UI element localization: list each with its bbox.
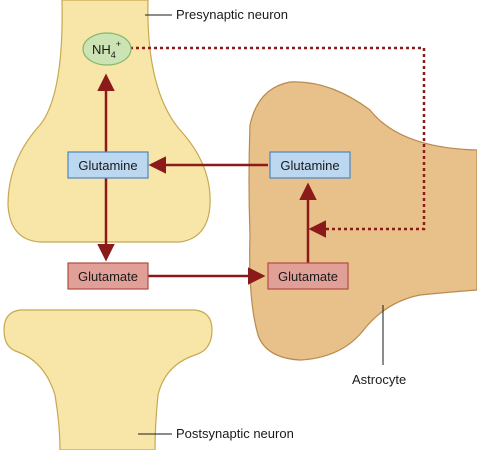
glutamate-astrocyte-label: Glutamate [278, 269, 338, 284]
presynaptic-neuron-shape [7, 0, 211, 243]
postsynaptic-neuron-label: Postsynaptic neuron [176, 426, 294, 441]
glutamate-presynaptic-label: Glutamate [78, 269, 138, 284]
glutamate-astrocyte-node: Glutamate [267, 262, 349, 290]
glutamine-presynaptic-label: Glutamine [78, 158, 137, 173]
astrocyte-label: Astrocyte [352, 372, 406, 387]
glutamine-astrocyte-label: Glutamine [280, 158, 339, 173]
postsynaptic-neuron-shape [3, 309, 213, 450]
nh4-label: NH4+ [92, 39, 121, 60]
glutamate-presynaptic-node: Glutamate [67, 262, 149, 290]
nh4-transport-dotted-arrow [130, 46, 426, 238]
glutamine-astrocyte-node: Glutamine [269, 151, 351, 179]
presynaptic-neuron-label: Presynaptic neuron [176, 7, 288, 22]
astrocyte-shape [248, 81, 477, 361]
nh4-node: NH4+ [82, 32, 132, 66]
glutamine-presynaptic-node: Glutamine [67, 151, 149, 179]
